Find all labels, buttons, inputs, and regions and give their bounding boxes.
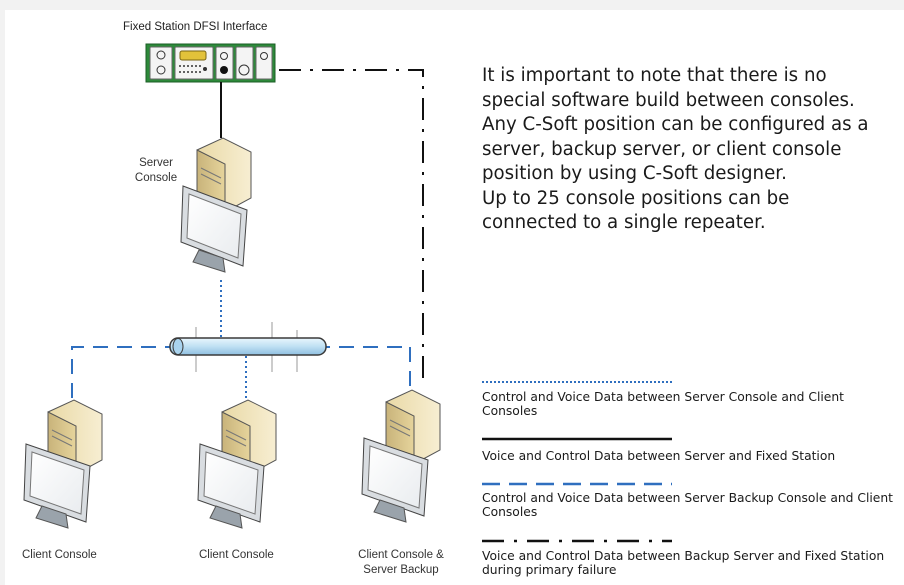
dfsi-interface-device: [145, 43, 276, 83]
client-computer-2: [197, 399, 277, 529]
backup-fixed-station-link: [279, 69, 424, 378]
network-bus: [169, 322, 327, 372]
backup-console-label: Client Console & Server Backup: [358, 549, 444, 576]
legend-text-solid-black: Voice and Control Data between Server an…: [482, 449, 836, 463]
client-computer-1: [23, 399, 103, 529]
diagram-panel: [5, 10, 904, 585]
legend-text-dotted-blue: Control and Voice Data between Server Co…: [482, 390, 844, 418]
client-console-label-1: Client Console: [22, 549, 97, 561]
description-paragraph-1: It is important to note that there is no…: [482, 65, 869, 184]
legend-text-dashed-blue: Control and Voice Data between Server Ba…: [482, 491, 893, 519]
backup-server-computer: [361, 389, 441, 523]
description-paragraph-2: Up to 25 console positions can be connec…: [482, 187, 790, 234]
server-computer: [180, 137, 252, 273]
backup-client-network: [71, 346, 411, 398]
legend-text-dashdot-black: Voice and Control Data between Backup Se…: [482, 549, 885, 577]
client-console-label-2: Client Console: [199, 549, 274, 561]
server-console-label: Server Console: [134, 157, 178, 184]
description-text: It is important to note that there is no…: [482, 64, 882, 236]
dfsi-interface-label: Fixed Station DFSI Interface: [123, 21, 268, 33]
